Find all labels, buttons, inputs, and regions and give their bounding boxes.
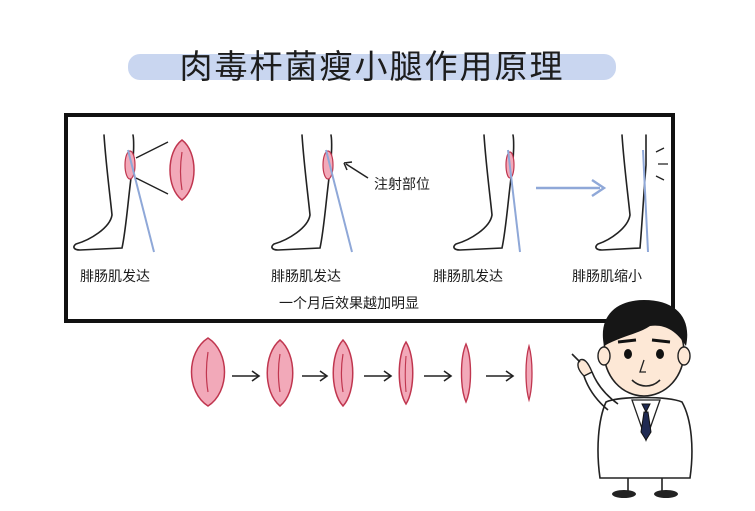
result-arrow-head (591, 179, 607, 197)
blue-line-1 (127, 149, 155, 253)
seq-arrow-2-head (319, 370, 329, 382)
leg-4 (595, 134, 647, 251)
muscle-zoom-line (179, 151, 183, 191)
doctor-finger (571, 353, 581, 363)
blue-line-3 (507, 149, 521, 253)
seq-arrow-4-head (443, 370, 453, 382)
doctor-character (571, 300, 693, 498)
doctor-hair (602, 300, 688, 346)
page-title: 肉毒杆菌瘦小腿作用原理 (179, 47, 565, 86)
doctor-arm (583, 375, 609, 411)
label-leg-2: 腓肠肌发达 (271, 269, 341, 285)
doctor-brow-left (617, 338, 637, 344)
seq-arrow-5-head (505, 370, 515, 382)
title-area: 肉毒杆菌瘦小腿作用原理 (128, 38, 616, 90)
seq-muscle-4 (398, 340, 414, 406)
muscle-sequence (190, 337, 533, 408)
label-leg-1: 腓肠肌发达 (80, 269, 150, 285)
title-highlight (128, 54, 616, 80)
seq-muscle-2-line (277, 353, 281, 393)
doctor-brow-right (651, 338, 671, 344)
zoom-line-1a (135, 141, 169, 159)
doctor-eye-left (624, 349, 632, 359)
injection-arrow (345, 163, 369, 179)
seq-muscle-3-line (340, 353, 344, 393)
doctor-tie (640, 403, 652, 441)
shrink-marks (655, 147, 668, 181)
seq-arrow-3-head (383, 370, 393, 382)
doctor-ear-right (677, 346, 691, 366)
seq-muscle-2 (266, 339, 294, 407)
leg-3 (453, 134, 515, 251)
caption: 一个月后效果越加明显 (279, 296, 419, 312)
doctor-nose (639, 359, 646, 373)
blue-line-4 (642, 149, 649, 253)
zoom-line-1b (135, 177, 169, 195)
muscle-zoom (169, 139, 195, 201)
diagram-panel (64, 113, 675, 323)
blue-line-2 (325, 149, 353, 253)
label-leg-3: 腓肠肌发达 (433, 269, 503, 285)
injection-site-label: 注射部位 (374, 177, 430, 193)
doctor-mouth (631, 379, 661, 387)
doctor-ear-left (597, 346, 611, 366)
muscle-2 (322, 150, 334, 180)
seq-arrow-1-head (251, 370, 261, 382)
leg-1 (73, 134, 135, 251)
doctor-shoe-left (612, 490, 636, 498)
doctor-shoe-right (654, 490, 678, 498)
doctor-hand (577, 358, 593, 377)
seq-muscle-4-line (404, 355, 407, 393)
seq-muscle-1-line (205, 351, 209, 393)
seq-muscle-1 (190, 337, 226, 407)
leg-2 (271, 134, 333, 251)
seq-muscle-3 (332, 338, 354, 408)
seq-muscle-5 (460, 342, 472, 404)
doctor-eye-right (656, 349, 664, 359)
injection-arrow-head (343, 161, 353, 171)
label-leg-4: 腓肠肌缩小 (572, 269, 642, 285)
muscle-1 (124, 150, 136, 180)
doctor-arm-outer (591, 371, 619, 405)
seq-muscle-6 (525, 343, 533, 403)
